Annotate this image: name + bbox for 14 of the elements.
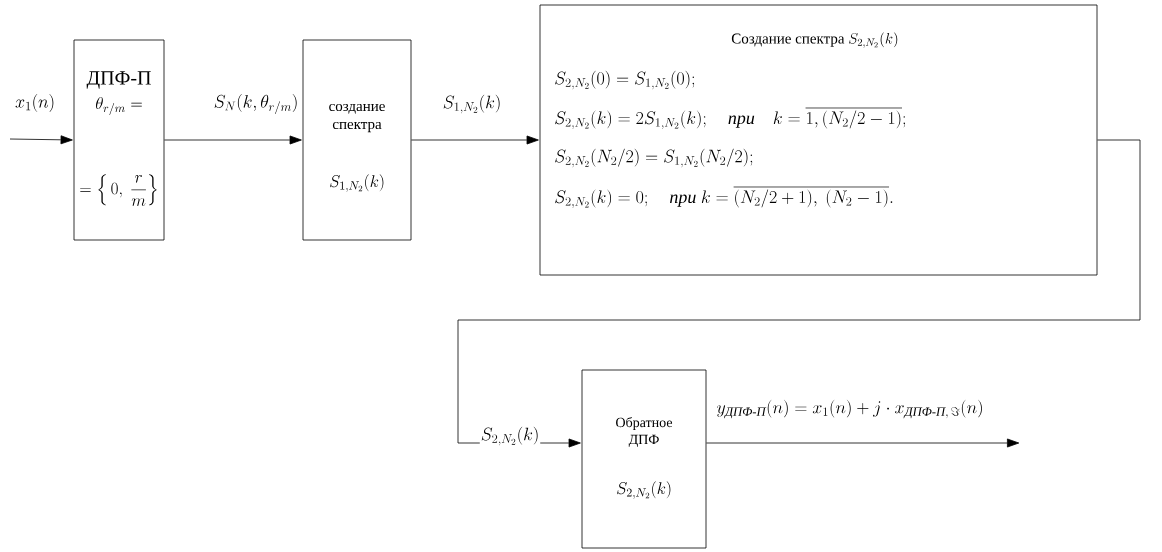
arrow [411, 135, 539, 145]
arrow [457, 139, 1141, 448]
formula-box: $\text{Создание спектра } S_{2,N_2}(k)$ $S_{2,N_2}(0)=S_{1,N_2}(0);$ $S_{2,N_2}(k)=2S_{1,N_2}(k);\quad \textit{при}\quad k=\overline{1,(N_2/2-1)};$ $S_{2,N_2}(N_2/2)=S_{1,N_2}(N_2/2);$ $S_{2,N_2}(k)=0;\quad \textit{при}\ k=\overline{(N_2/2+1),\ (N_2-1)}.$ [539, 4, 1098, 276]
arrow [706, 438, 1020, 448]
process-box: Обратное ДПФ $S_{2,N_2}(k)$ [581, 369, 707, 549]
edge-label: $x_1(n)$ [14, 93, 56, 113]
edge-label: $S_{2,N_2}(k)$ [479, 425, 541, 447]
edge-label: $S_{1,N_2}(k)$ [441, 93, 503, 115]
arrow [164, 135, 302, 145]
transform-box: ДПФ-П $\theta_{r/m} =$ $=\left\{\,0,\ \dfrac{r}{m}\right\}$ [73, 39, 165, 241]
process-box: создание спектра $S_{1,N_2}(k)$ [302, 39, 412, 241]
arrow [9, 135, 73, 145]
edge-label: $y_{\textit{ДПФ-П}}(n)=x_1(n)+j\cdot x_{\textit{ДПФ-П},\,\Im}(n)$ [715, 398, 985, 420]
edge-label: $S_N(k,\theta_{r/m})$ [212, 93, 300, 115]
